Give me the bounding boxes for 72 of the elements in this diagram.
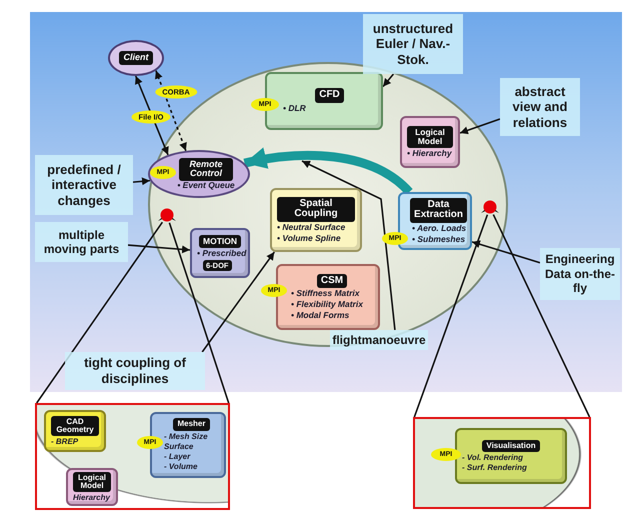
callout-text: unstructured Euler / Nav.-Stok. bbox=[372, 20, 454, 68]
card-title: Visualisation bbox=[482, 440, 540, 452]
list-item: - Surf. Rendering bbox=[462, 463, 527, 472]
card-title: CFD bbox=[315, 88, 344, 103]
motion-card bbox=[190, 228, 250, 278]
arrow bbox=[202, 252, 275, 352]
zoom-line bbox=[168, 222, 230, 404]
zoom-panel bbox=[413, 417, 591, 509]
zoom-line bbox=[414, 214, 488, 418]
callout-text: Engineering Data on-the-fly bbox=[544, 252, 616, 296]
arrow bbox=[472, 240, 540, 264]
coupling-card bbox=[270, 188, 362, 252]
list-item: • Modal Forms bbox=[291, 310, 350, 320]
mpi-badge bbox=[261, 284, 287, 297]
list-item: - Mesh Size bbox=[164, 432, 208, 441]
card-title: CSM bbox=[316, 274, 348, 288]
card-title: Spatial Coupling bbox=[277, 196, 355, 222]
list-item: Surface bbox=[164, 442, 194, 452]
callout-text: tight coupling of disciplines bbox=[83, 355, 187, 387]
list-item: • Volume Spline bbox=[277, 234, 341, 244]
arrow bbox=[460, 118, 500, 134]
callout-text: flightmanoeuvre bbox=[332, 332, 426, 348]
list-item: - BREP bbox=[51, 437, 78, 446]
callout-text: abstract view and relations bbox=[512, 84, 568, 130]
logical-model-card bbox=[66, 468, 118, 506]
callout-box bbox=[35, 222, 128, 262]
cad-geometry-card bbox=[44, 410, 106, 452]
visualisation-card bbox=[455, 428, 567, 484]
arrow bbox=[128, 244, 190, 254]
card-title: Data Extraction bbox=[410, 198, 467, 223]
card-title: Logical Model bbox=[407, 126, 453, 148]
callout-text: predefined / interactive changes bbox=[46, 162, 122, 208]
list-item: • DLR bbox=[283, 104, 306, 114]
arrow bbox=[132, 177, 150, 186]
node-title: Client bbox=[119, 51, 152, 65]
callout-box bbox=[500, 78, 580, 136]
mpi-badge bbox=[150, 166, 176, 179]
callout-box bbox=[65, 352, 205, 390]
card-title: MOTION bbox=[199, 234, 241, 248]
list-item: • Aero. Loads bbox=[412, 224, 466, 234]
callout-box bbox=[35, 155, 133, 215]
list-item: • Submeshes bbox=[412, 234, 466, 244]
arrow bbox=[302, 160, 396, 330]
arrow bbox=[155, 70, 187, 152]
list-item: • Prescribed bbox=[197, 248, 246, 258]
mpi-badge bbox=[251, 98, 279, 111]
node-title: Remote Control bbox=[179, 158, 233, 181]
zoom-line bbox=[36, 222, 164, 404]
list-item: • Stiffness Matrix bbox=[291, 289, 360, 299]
list-item: - Vol. Rendering bbox=[462, 453, 524, 462]
callout-box bbox=[363, 14, 463, 74]
zoom-line bbox=[492, 214, 590, 418]
list-item: Hierarchy bbox=[73, 493, 110, 502]
mpi-badge bbox=[137, 436, 163, 449]
logical-model-card bbox=[400, 116, 460, 168]
list-item: - Volume bbox=[164, 462, 198, 472]
remote-control-ellipse bbox=[148, 150, 250, 198]
list-item: • Neutral Surface bbox=[277, 222, 346, 232]
card-title: Logical Model bbox=[73, 472, 111, 492]
mpi-badge bbox=[431, 448, 461, 461]
list-item: • Event Queue bbox=[177, 180, 235, 190]
callout-text: multiple moving parts bbox=[42, 228, 120, 256]
list-item: • Hierarchy bbox=[407, 148, 452, 158]
mpi-badge bbox=[382, 232, 408, 245]
list-item: - Layer bbox=[164, 452, 190, 462]
arrow bbox=[382, 74, 394, 88]
card-title: CAD Geometry bbox=[51, 416, 99, 436]
list-item: • Flexibility Matrix bbox=[291, 300, 363, 310]
marker-dot bbox=[157, 208, 177, 223]
zoom-panel bbox=[35, 403, 230, 510]
marker-dot bbox=[480, 200, 500, 215]
card-title: Mesher bbox=[173, 418, 210, 431]
